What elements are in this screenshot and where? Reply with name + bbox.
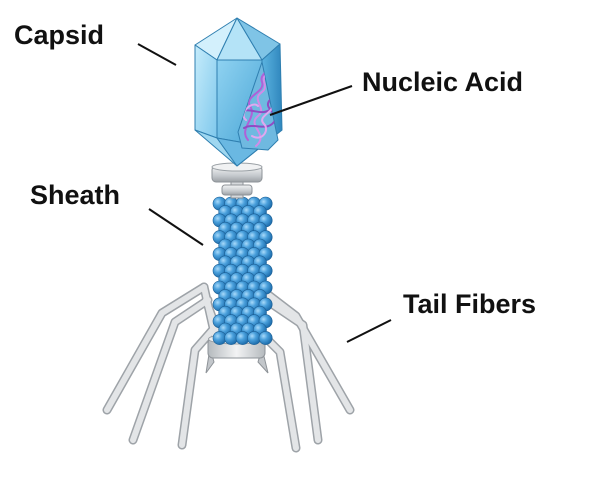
nucleic-acid-strand [242,103,274,139]
leader-line-sheath [148,208,204,246]
sheath-bead [258,331,273,345]
capsid [194,17,283,167]
label-tail-fibers: Tail Fibers [403,289,537,319]
nucleic-acid [239,65,277,147]
collar [211,162,263,199]
leader-lines [137,43,392,343]
leader-line-tail-fibers [346,319,392,343]
nucleic-acid-strand [253,73,269,147]
sheath [212,196,273,345]
leader-line-capsid [137,43,177,66]
label-sheath: Sheath [30,180,121,210]
label-capsid: Capsid [14,20,105,50]
label-nucleic-acid: Nucleic Acid [362,67,524,97]
leader-line-nucleic-acid [269,85,353,116]
